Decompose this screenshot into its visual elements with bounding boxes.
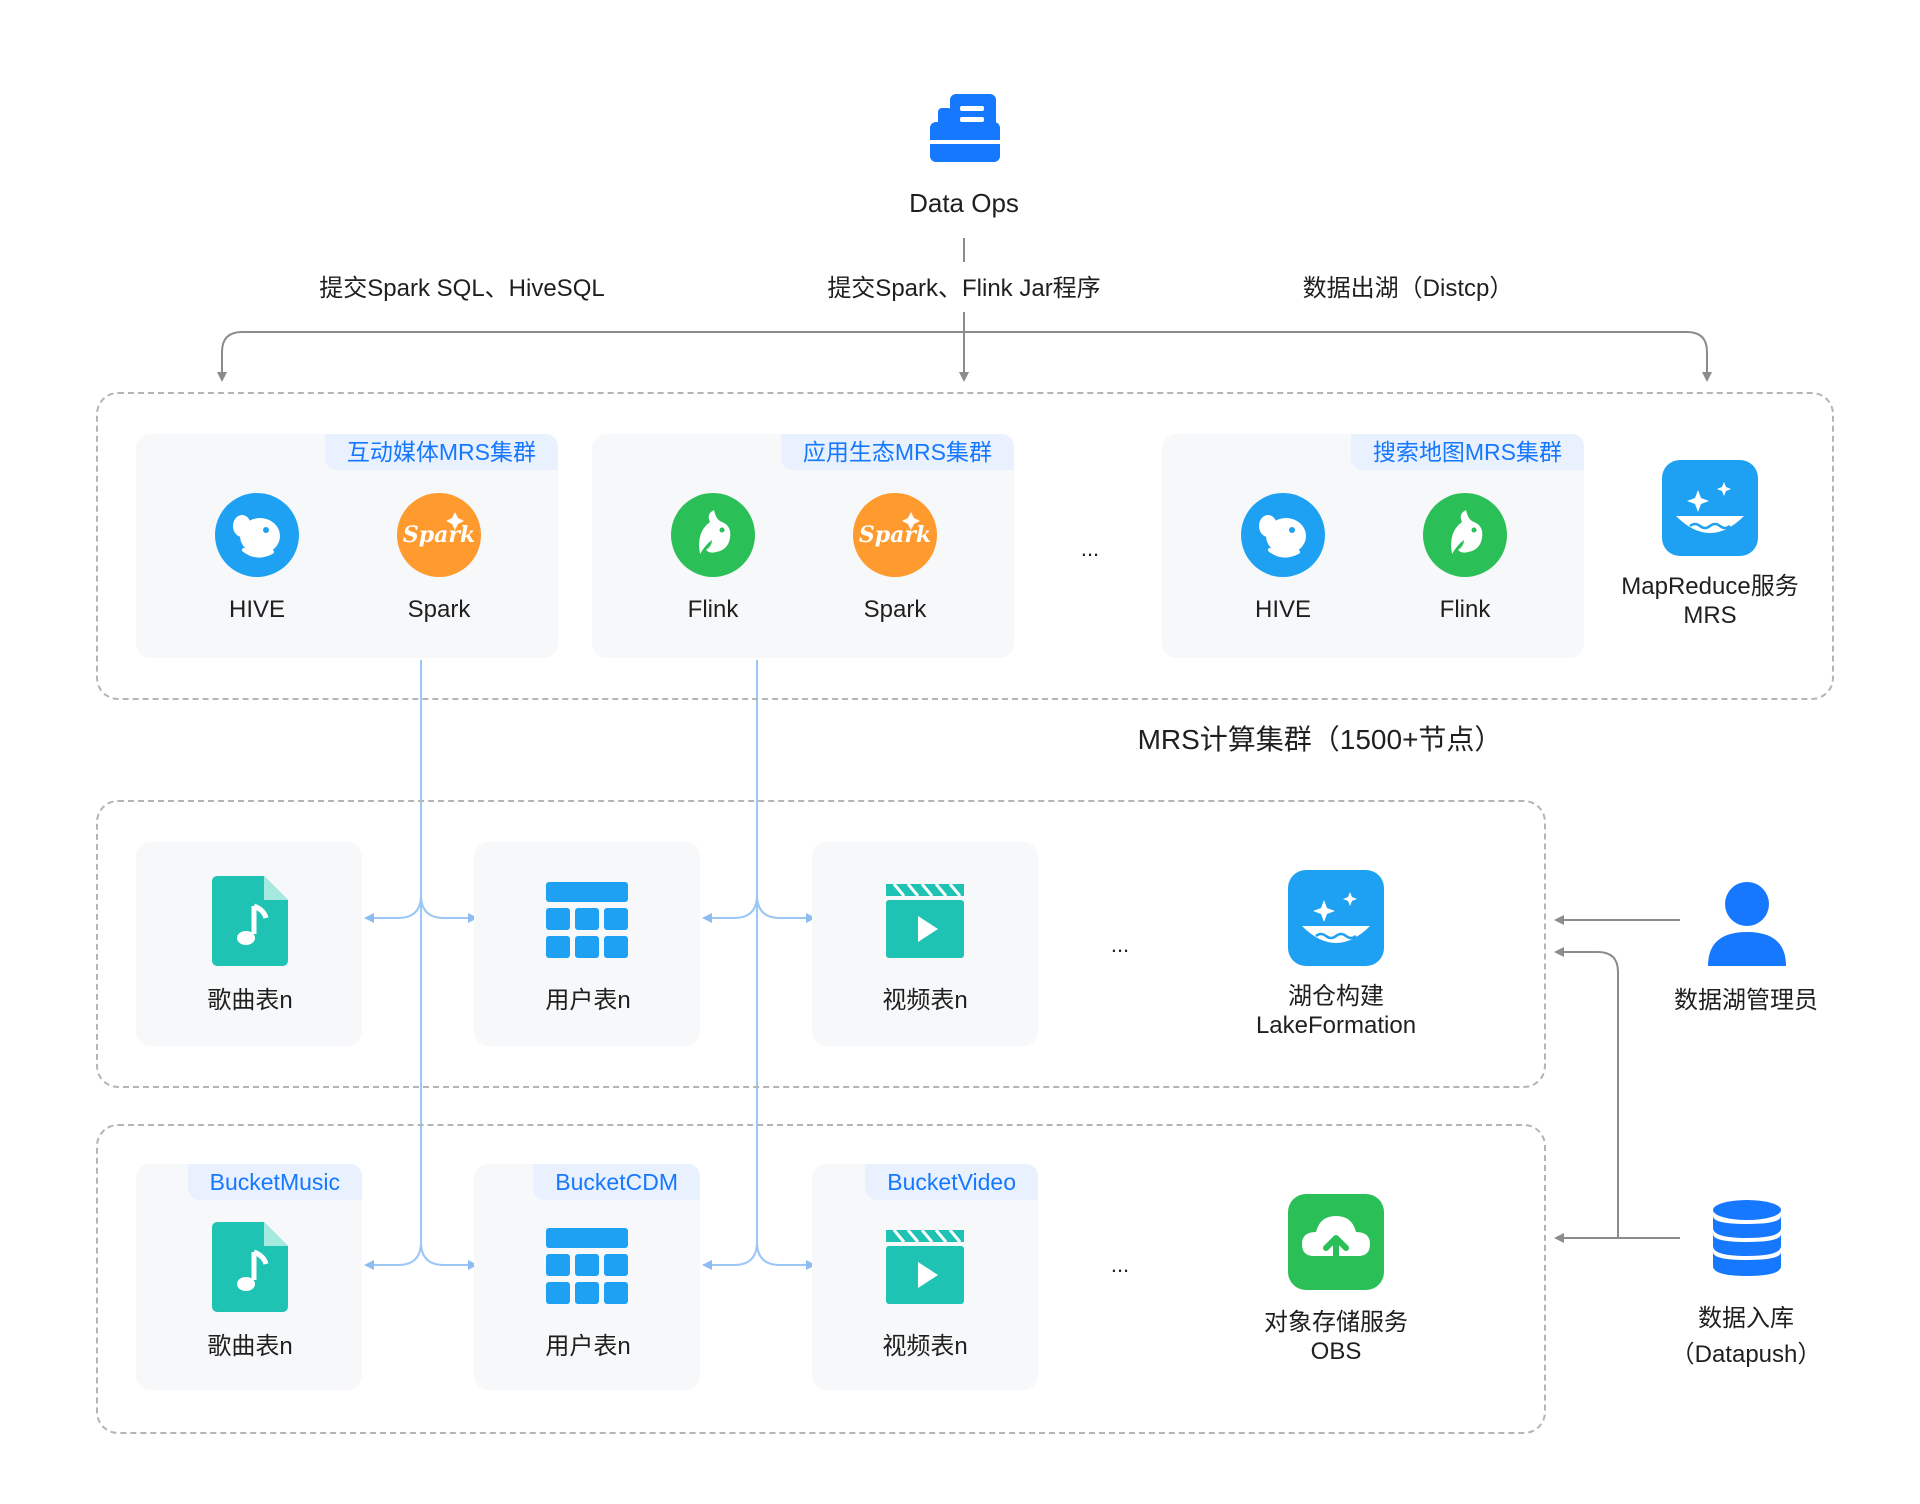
tool-label-spark: Spark [407, 596, 471, 623]
lake-service-name: 湖仓构建 [1288, 983, 1384, 1010]
spark-icon: Spark [853, 493, 937, 577]
mrs-compute-frame [96, 392, 1834, 700]
database-icon [1713, 1200, 1781, 1276]
mrs-service-icon [1662, 460, 1758, 556]
ingest-sublabel: （Datapush） [1670, 1341, 1822, 1368]
admin-label: 数据湖管理员 [1674, 987, 1818, 1014]
bucket-name-cdm: BucketCDM [533, 1164, 700, 1200]
table-grid-icon [546, 1228, 628, 1304]
tool-label-hive: HIVE [228, 596, 286, 623]
cluster-ellipsis: ... [1080, 536, 1100, 561]
svg-text:Spark: Spark [403, 522, 475, 548]
table-grid-icon [546, 882, 628, 958]
data-ops-icon [930, 94, 1000, 162]
mrs-compute-caption: MRS计算集群（1500+节点） [1137, 724, 1503, 755]
video-clip-icon [886, 884, 964, 958]
cloud-upload-icon [1288, 1194, 1384, 1290]
obs-service-abbr: OBS [1310, 1338, 1362, 1365]
cluster1-branch-obs-right [420, 1241, 478, 1270]
obs-bucket-card[interactable]: BucketVideo [812, 1164, 1038, 1390]
action-submit-jar: 提交Spark、Flink Jar程序 [827, 275, 1101, 302]
tool-label-spark: Spark [863, 596, 927, 623]
tool-label-flink: Flink [1439, 596, 1491, 623]
table-label-users: 用户表n [545, 1333, 631, 1360]
table-label-videos: 视频表n [882, 987, 968, 1014]
mrs-service-name: MapReduce服务 [1621, 573, 1799, 600]
cluster2-branch-lake-right [756, 894, 816, 923]
table-label-users: 用户表n [545, 987, 631, 1014]
cluster-name-map: 搜索地图MRS集群 [1350, 434, 1584, 470]
action-distcp: 数据出湖（Distcp） [1302, 275, 1514, 302]
action-submit-sql: 提交Spark SQL、HiveSQL [319, 275, 605, 302]
lake-frame [96, 800, 1546, 1088]
ingest-label: 数据入库 [1698, 1305, 1794, 1332]
cluster-card-media[interactable]: 互动媒体MRS集群 [136, 434, 558, 658]
flink-icon [671, 493, 755, 577]
mrs-service-abbr: MRS [1683, 602, 1737, 629]
hive-icon [1241, 493, 1325, 577]
lake-service-abbr: LakeFormation [1255, 1012, 1417, 1039]
hive-icon [215, 493, 299, 577]
spark-icon: Spark [397, 493, 481, 577]
obs-ellipsis: ... [1110, 1252, 1130, 1277]
table-label-videos: 视频表n [882, 1333, 968, 1360]
cluster-name-media: 互动媒体MRS集群 [324, 434, 558, 470]
cluster-name-app: 应用生态MRS集群 [780, 434, 1014, 470]
cluster-card-map[interactable]: 搜索地图MRS集群 [1162, 434, 1584, 658]
cluster2-branch-obs-right [756, 1241, 816, 1270]
lake-ellipsis: ... [1110, 932, 1130, 957]
svg-text:Spark: Spark [859, 522, 931, 548]
user-icon [1708, 882, 1786, 966]
ingest-to-lake-arrow [1554, 947, 1619, 1238]
table-label-songs: 歌曲表n [207, 987, 293, 1014]
video-clip-icon [886, 1230, 964, 1304]
cluster-card-app[interactable]: 应用生态MRS集群 [592, 434, 1014, 658]
music-file-icon [212, 876, 288, 966]
lakeformation-icon [1288, 870, 1384, 966]
table-label-songs: 歌曲表n [207, 1333, 293, 1360]
data-ops-title: Data Ops [909, 188, 1019, 218]
tool-label-hive: HIVE [1254, 596, 1312, 623]
obs-service-name: 对象存储服务 [1264, 1309, 1408, 1336]
obs-bucket-card[interactable]: BucketCDM [474, 1164, 700, 1390]
flink-icon [1423, 493, 1507, 577]
obs-frame [96, 1124, 1546, 1434]
bucket-name-video: BucketVideo [865, 1164, 1038, 1200]
bucket-name-music: BucketMusic [187, 1164, 362, 1200]
cluster1-branch-lake-right [420, 894, 478, 923]
tool-label-flink: Flink [687, 596, 739, 623]
music-file-icon [212, 1222, 288, 1312]
